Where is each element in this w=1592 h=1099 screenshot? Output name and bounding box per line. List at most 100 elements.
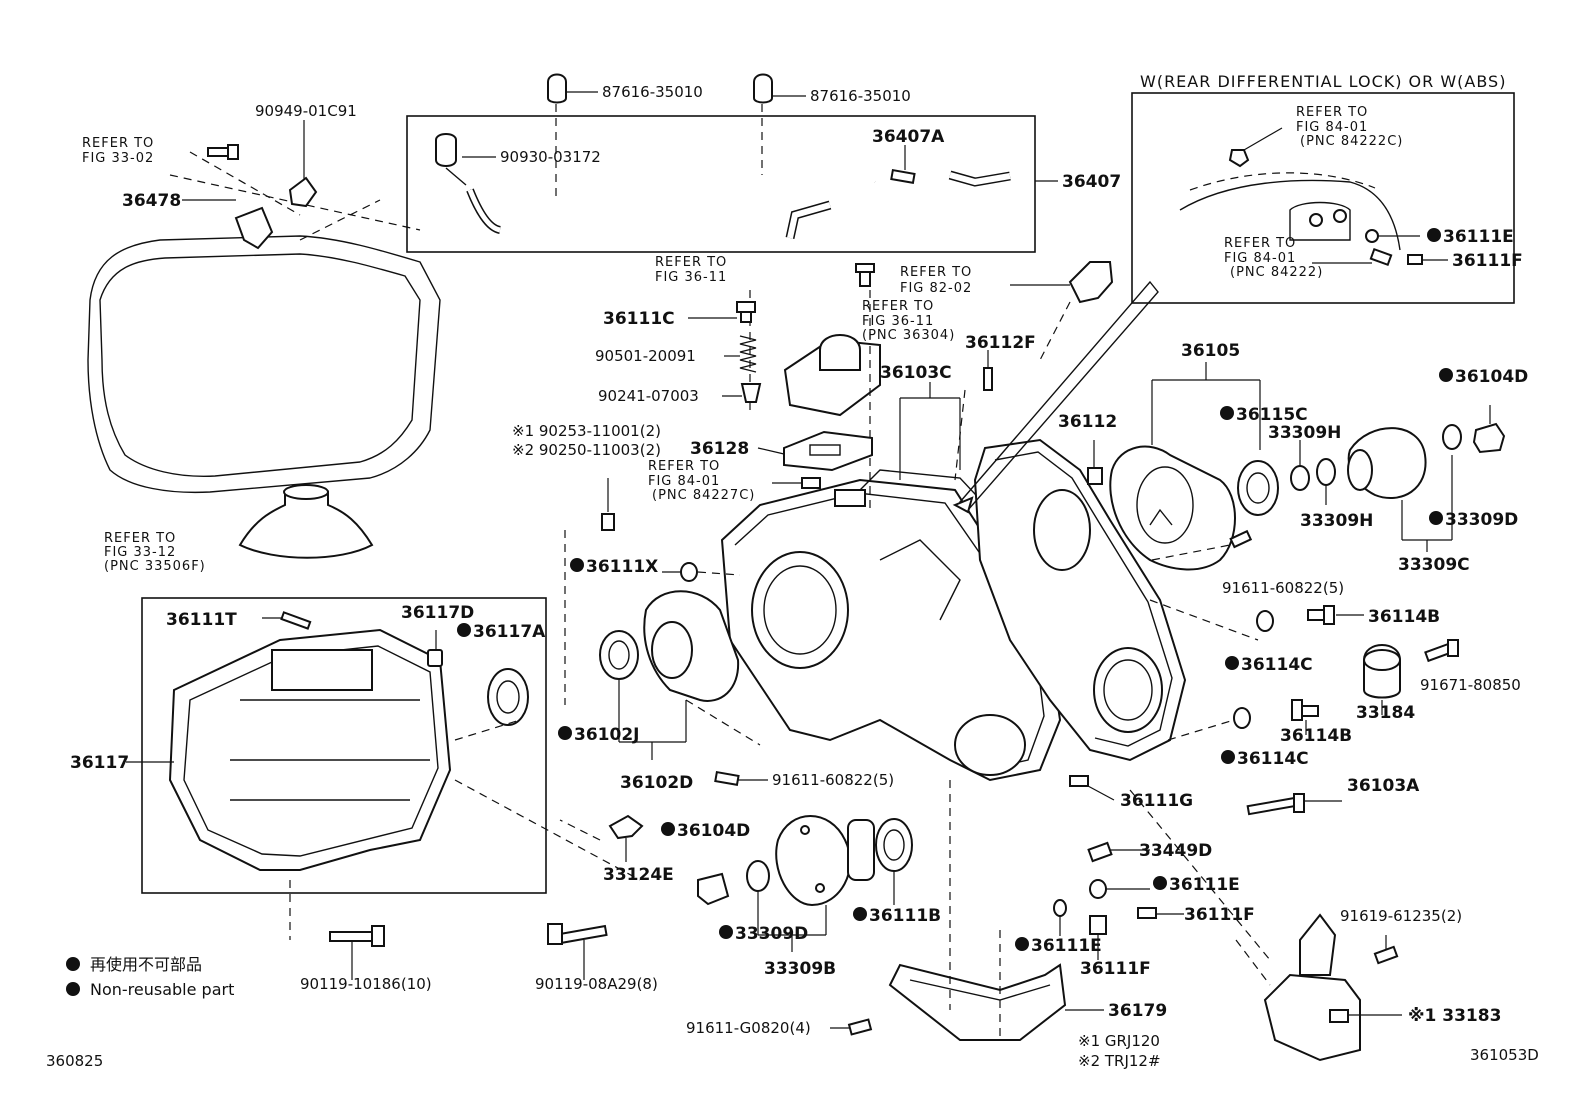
- gasket-36114C-b: [1167, 707, 1251, 741]
- cover-36128: [757, 430, 873, 472]
- breather-hose: [435, 133, 1058, 239]
- label-36115C: 36115C: [1220, 405, 1308, 425]
- svg-text:36111X: 36111X: [586, 557, 658, 577]
- label-36111B: 36111B: [853, 906, 941, 926]
- shift-lever-boot: [238, 484, 374, 559]
- extension-housing-box: [141, 597, 547, 894]
- svg-text:FIG 84-01: FIG 84-01: [1296, 120, 1368, 135]
- ref-fig-36-11-b: REFER TO FIG 36-11 (PNC 36304): [862, 299, 955, 343]
- transfer-case-rear-cover: [973, 438, 1187, 762]
- label-36114B-b: 36114B: [1280, 726, 1352, 746]
- inset-pointer-arrow: [952, 280, 1159, 514]
- inset-variant-box: [1131, 92, 1515, 304]
- svg-text:33309D: 33309D: [735, 924, 808, 944]
- bolt-91619: [1373, 935, 1399, 965]
- clip-87616-right: [753, 73, 806, 175]
- flange-33309C: [1347, 427, 1453, 552]
- svg-text:36111B: 36111B: [869, 906, 941, 926]
- svg-text:33309D: 33309D: [1445, 510, 1518, 530]
- ref-fig-82-02: REFER TO FIG 82-02: [900, 265, 972, 296]
- bearing-36117A: [454, 668, 641, 881]
- label-36111F-b: 36111F: [1080, 959, 1151, 979]
- label-91611-right: 91611-60822(5): [1222, 579, 1344, 597]
- plug-36112: [1087, 440, 1103, 485]
- svg-text:(PNC 36304): (PNC 36304): [862, 328, 955, 343]
- bracket-ref-82-02: [1010, 261, 1114, 361]
- nut-36104D-bottom: [697, 872, 730, 906]
- bolt-91611-right: [1151, 529, 1253, 561]
- rear-output-housing-36105: [1109, 362, 1261, 571]
- label-36104D-top: 36104D: [1439, 367, 1528, 387]
- engine-mount-33183: [1235, 913, 1402, 1062]
- hose-assembly-box: [406, 115, 1036, 253]
- label-90501: 90501-20091: [595, 347, 696, 365]
- dynamic-damper-33184: [1363, 644, 1401, 715]
- plug-36111C: [688, 301, 756, 323]
- label-36111X: 36111X: [570, 557, 658, 577]
- flange-33309B: [775, 815, 875, 935]
- ref-fig-84-01-inset-bottom: REFER TO FIG 84-01 (PNC 84222): [1224, 236, 1322, 280]
- label-33449D: 33449D: [1139, 841, 1212, 861]
- ball-90241: [722, 383, 762, 403]
- ref-fig-84-01-main: REFER TO FIG 84-01 (PNC 84227C): [648, 459, 754, 503]
- svg-text:36114C: 36114C: [1237, 749, 1309, 769]
- legend-japanese: 再使用不可部品: [90, 955, 202, 974]
- bolt-36114B-b: [1291, 699, 1319, 735]
- label-36111G: 36111G: [1120, 791, 1193, 811]
- bolt-90119-a: [289, 880, 385, 980]
- svg-text:REFER TO: REFER TO: [900, 265, 972, 280]
- bracket-36478: [182, 199, 274, 250]
- ref-fig-33-02: REFER TO FIG 33-02: [82, 136, 154, 166]
- extension-housing-36117: [126, 628, 452, 871]
- label-36112F: 36112F: [965, 333, 1036, 353]
- label-36104D-bottom: 36104D: [661, 821, 750, 841]
- svg-text:36104D: 36104D: [1455, 367, 1528, 387]
- svg-text:FIG 33-12: FIG 33-12: [104, 545, 176, 560]
- ref-fig-33-12: REFER TO FIG 33-12 (PNC 33506F): [104, 531, 206, 574]
- label-36103A: 36103A: [1347, 776, 1420, 796]
- svg-text:36115C: 36115C: [1236, 405, 1308, 425]
- svg-text:FIG 82-02: FIG 82-02: [900, 281, 972, 296]
- bolt-ref-36-11: [855, 263, 875, 287]
- label-91671: 91671-80850: [1420, 676, 1521, 694]
- svg-text:(PNC 33506F): (PNC 33506F): [104, 559, 206, 574]
- label-90119-a: 90119-10186(10): [300, 975, 432, 993]
- washer-33309D-top: [1442, 424, 1462, 450]
- bolt-91671: [1424, 639, 1459, 663]
- svg-text:36111E: 36111E: [1169, 875, 1240, 895]
- label-91619: 91619-61235(2): [1340, 907, 1462, 925]
- label-33183: ※1 33183: [1408, 1006, 1501, 1026]
- label-36111E-b: 36111E: [1015, 936, 1102, 956]
- ref-fig-84-01-inset-top: REFER TO FIG 84-01 (PNC 84222C): [1296, 105, 1402, 149]
- transfer-case-front: [720, 469, 1062, 782]
- label-36111F-a: 36111F: [1184, 905, 1255, 925]
- svg-text:FIG 84-01: FIG 84-01: [1224, 251, 1296, 266]
- note-model-2: ※2 TRJ12#: [1078, 1052, 1161, 1070]
- gasket-36111E-a: [1089, 879, 1150, 899]
- note-model-1: ※1 GRJ120: [1078, 1032, 1160, 1050]
- label-36102D: 36102D: [620, 773, 693, 793]
- svg-text:REFER TO: REFER TO: [648, 459, 720, 474]
- bracket-33124E: [608, 814, 644, 862]
- svg-text:REFER TO: REFER TO: [82, 136, 154, 151]
- label-33309D-top: 33309D: [1429, 510, 1518, 530]
- label-36111F-inset: 36111F: [1452, 251, 1523, 271]
- plug-36111X: [662, 562, 741, 582]
- oil-seal-36102J: [599, 630, 687, 760]
- leader-dash-3: [559, 819, 601, 841]
- label-36111E-a: 36111E: [1153, 875, 1240, 895]
- bolt-33449D: [1087, 841, 1150, 863]
- label-36112: 36112: [1058, 412, 1117, 432]
- label-33124E: 33124E: [603, 865, 674, 885]
- label-36128: 36128: [690, 439, 749, 459]
- svg-text:36104D: 36104D: [677, 821, 750, 841]
- bracket-36179: [888, 930, 1104, 1041]
- pin-36111T: [262, 611, 312, 630]
- svg-text:36102J: 36102J: [574, 725, 639, 745]
- washer-33309H: [1290, 440, 1336, 505]
- knock-pin-36103C: [899, 382, 961, 480]
- svg-text:REFER TO: REFER TO: [1224, 236, 1296, 251]
- pin-90253: [564, 478, 615, 705]
- legend: 再使用不可部品 Non-reusable part: [66, 955, 234, 999]
